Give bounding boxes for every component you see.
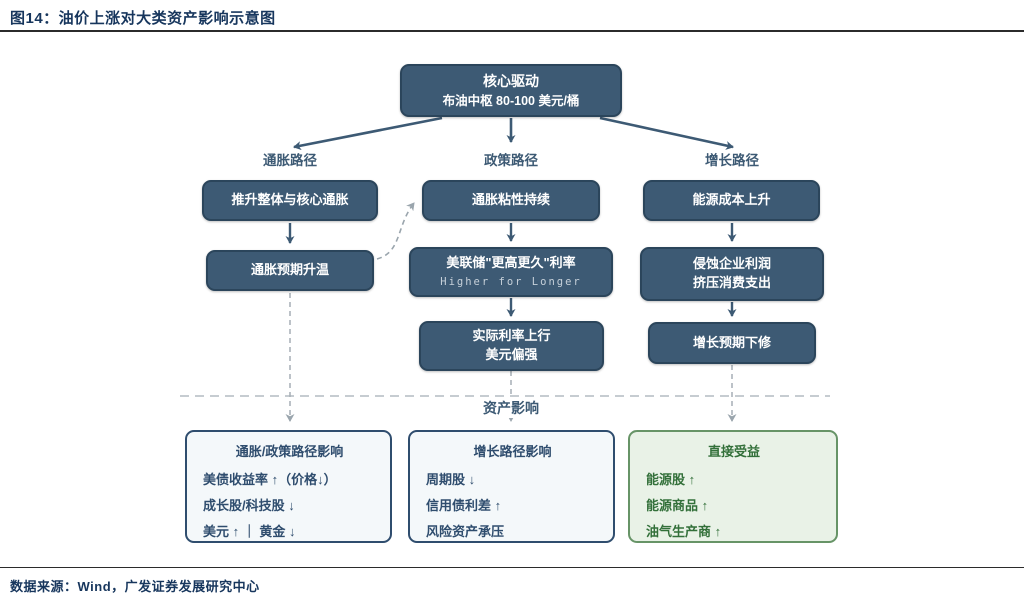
node-policy-box3-line1: 实际利率上行: [472, 328, 551, 344]
panel-inflation-policy-title: 通胀/政策路径影响: [235, 444, 344, 459]
node-policy-box2-line2: Higher for Longer: [440, 275, 582, 288]
node-inflation-box2: 通胀预期升温: [206, 250, 374, 291]
node-policy-box3-line2: 美元偏强: [485, 347, 538, 362]
node-inflation-box1-text: 推升整体与核心通胀: [231, 192, 349, 208]
node-growth-box2-line2: 挤压消费支出: [692, 275, 771, 290]
impact-item: 能源股 ↑: [646, 472, 696, 487]
asset-impact-section-label: 资产影响: [446, 398, 576, 418]
label-policy-path: 政策路径: [484, 153, 538, 168]
node-growth-box1-text: 能源成本上升: [692, 192, 771, 208]
core-driver-subtitle: 布油中枢 80-100 美元/桶: [442, 93, 580, 108]
title-divider: [0, 30, 1024, 32]
node-inflation-box2-text: 通胀预期升温: [250, 262, 329, 278]
impact-item: 周期股 ↓: [426, 472, 476, 487]
node-policy-box2: 美联储"更高更久"利率 Higher for Longer: [409, 247, 613, 297]
core-driver-title: 核心驱动: [483, 73, 539, 90]
panel-growth-title: 增长路径影响: [473, 444, 552, 459]
node-growth-box3: 增长预期下修: [648, 322, 816, 364]
arrow-core-to-inflation: [293, 116, 443, 151]
node-core-driver: 核心驱动 布油中枢 80-100 美元/桶: [400, 64, 622, 117]
impact-item: 信用债利差 ↑: [426, 498, 502, 513]
impact-item: 油气生产商 ↑: [646, 524, 722, 539]
node-growth-box2-line1: 侵蚀企业利润: [692, 256, 771, 272]
figure-title: 图14：油价上涨对大类资产影响示意图: [10, 10, 276, 27]
impact-item: 风险资产承压: [426, 524, 505, 539]
panel-inflation-policy-impact: 通胀/政策路径影响 美债收益率 ↑（价格↓） 成长股/科技股 ↓ 美元 ↑ ｜ …: [185, 430, 392, 543]
footer-divider: [0, 567, 1024, 568]
label-growth-path: 增长路径: [705, 153, 759, 168]
node-inflation-box1: 推升整体与核心通胀: [202, 180, 378, 221]
node-policy-box2-line1: 美联储"更高更久"利率: [446, 254, 576, 270]
node-growth-box1: 能源成本上升: [643, 180, 820, 221]
panel-direct-beneficiary-title: 直接受益: [707, 444, 760, 459]
impact-item: 美元 ↑ ｜ 黄金 ↓: [203, 524, 296, 539]
dashed-arrow-inflation-to-policy: [376, 202, 415, 260]
node-growth-box2: 侵蚀企业利润 挤压消费支出: [640, 247, 824, 301]
impact-item: 美债收益率 ↑（价格↓）: [203, 472, 337, 487]
label-inflation-path: 通胀路径: [263, 153, 317, 168]
panel-direct-beneficiary: 直接受益 能源股 ↑ 能源商品 ↑ 油气生产商 ↑: [628, 430, 838, 543]
impact-item: 能源商品 ↑: [646, 498, 709, 513]
panel-growth-impact: 增长路径影响 周期股 ↓ 信用债利差 ↑ 风险资产承压: [408, 430, 615, 543]
node-growth-box3-text: 增长预期下修: [692, 334, 771, 350]
data-source-note: 数据来源：Wind，广发证券发展研究中心: [10, 579, 260, 594]
arrow-core-to-growth: [599, 116, 734, 150]
node-policy-box1: 通胀粘性持续: [422, 180, 600, 221]
impact-item: 成长股/科技股 ↓: [203, 498, 295, 513]
node-policy-box1-text: 通胀粘性持续: [471, 192, 550, 208]
node-policy-box3: 实际利率上行 美元偏强: [419, 321, 604, 371]
